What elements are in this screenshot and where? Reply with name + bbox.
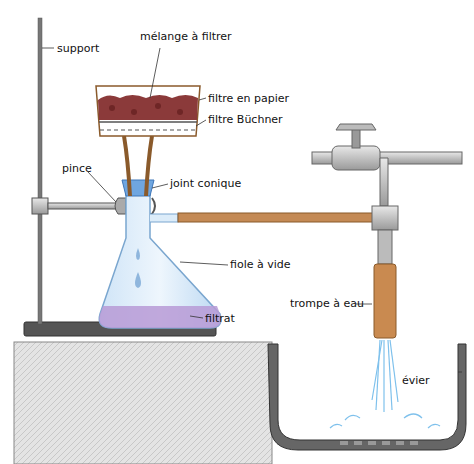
part-label: mélange à filtrer xyxy=(140,30,232,43)
water-jet xyxy=(330,340,440,428)
vacuum-flask xyxy=(99,188,221,328)
part-label: évier xyxy=(402,374,430,387)
conical-joint xyxy=(122,180,154,196)
part-label: joint conique xyxy=(170,177,241,190)
sink xyxy=(268,344,466,450)
clamp-arm xyxy=(48,203,120,209)
part-label: trompe à eau xyxy=(290,297,364,310)
water-pump xyxy=(374,264,396,338)
buchner-funnel xyxy=(96,86,200,136)
filtrate xyxy=(99,306,221,328)
part-label: filtre en papier xyxy=(208,92,289,105)
clamp-boss xyxy=(32,198,48,214)
stand-rod xyxy=(38,18,42,324)
part-label: support xyxy=(57,42,99,55)
part-label: fiole à vide xyxy=(230,258,291,271)
vacuum-hose xyxy=(178,213,378,222)
part-label: pince xyxy=(62,162,92,175)
bench xyxy=(14,342,272,464)
part-label: filtre Büchner xyxy=(208,113,283,126)
mixture xyxy=(98,95,198,120)
part-label: filtrat xyxy=(205,312,235,325)
water-pump-head xyxy=(372,206,398,230)
